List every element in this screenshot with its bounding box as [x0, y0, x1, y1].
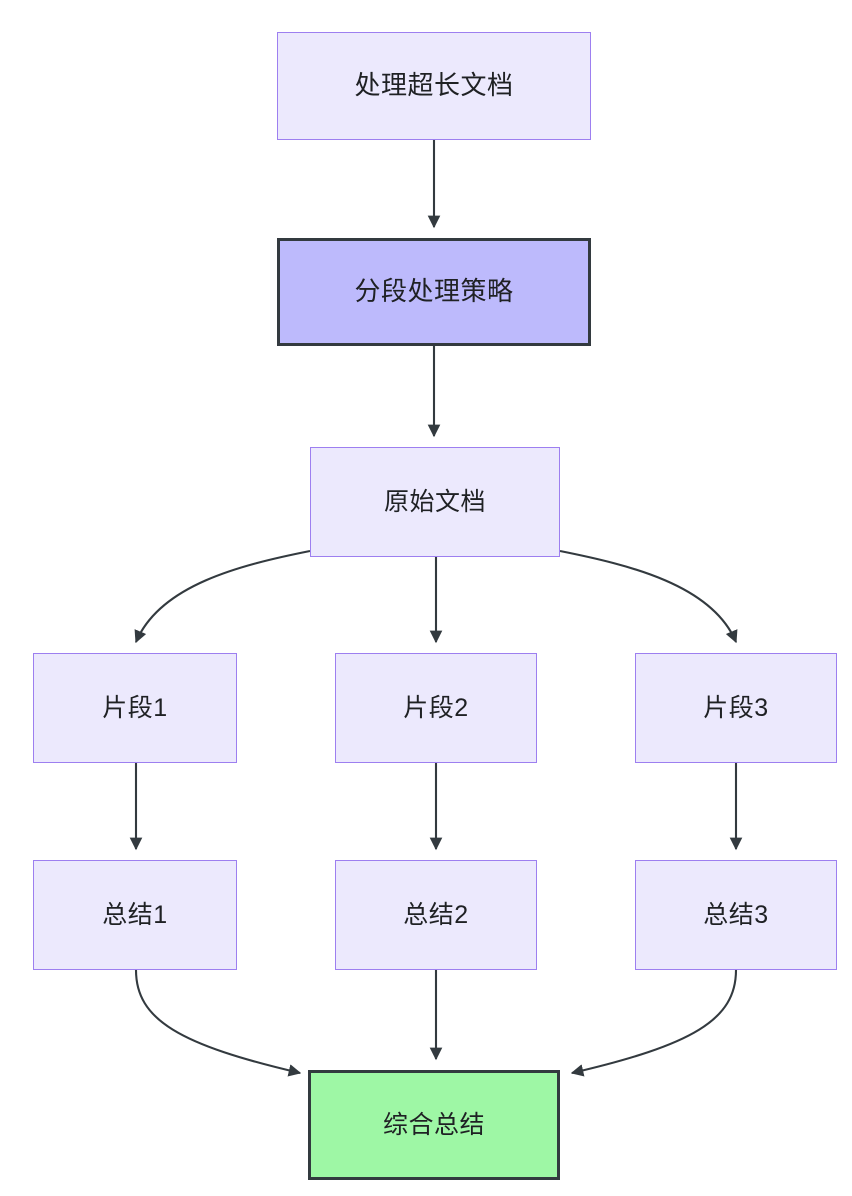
node-chunk-2[interactable]: 片段2 — [335, 653, 537, 763]
node-label: 总结3 — [703, 901, 769, 929]
node-original-document[interactable]: 原始文档 — [310, 447, 560, 557]
node-summary-1[interactable]: 总结1 — [33, 860, 237, 970]
node-summary-3[interactable]: 总结3 — [635, 860, 837, 970]
node-chunk-1[interactable]: 片段1 — [33, 653, 237, 763]
edge-original-to-chunk3 — [559, 549, 738, 644]
node-label: 片段2 — [403, 694, 469, 722]
node-label: 总结2 — [403, 901, 469, 929]
edge-summary3-to-final — [570, 969, 738, 1077]
edge-original-to-chunk1 — [134, 549, 311, 644]
node-label: 分段处理策略 — [354, 276, 514, 307]
node-label: 片段1 — [102, 694, 168, 722]
node-label: 总结1 — [102, 901, 168, 929]
node-chunking-strategy[interactable]: 分段处理策略 — [277, 238, 591, 346]
edge-summary1-to-final — [134, 969, 302, 1077]
node-label: 片段3 — [703, 694, 769, 722]
node-chunk-3[interactable]: 片段3 — [635, 653, 837, 763]
node-summary-2[interactable]: 总结2 — [335, 860, 537, 970]
node-label: 处理超长文档 — [354, 70, 514, 101]
node-final-summary[interactable]: 综合总结 — [308, 1070, 560, 1180]
node-process-long-document[interactable]: 处理超长文档 — [277, 32, 591, 140]
node-label: 原始文档 — [383, 488, 486, 516]
node-label: 综合总结 — [382, 1111, 485, 1139]
